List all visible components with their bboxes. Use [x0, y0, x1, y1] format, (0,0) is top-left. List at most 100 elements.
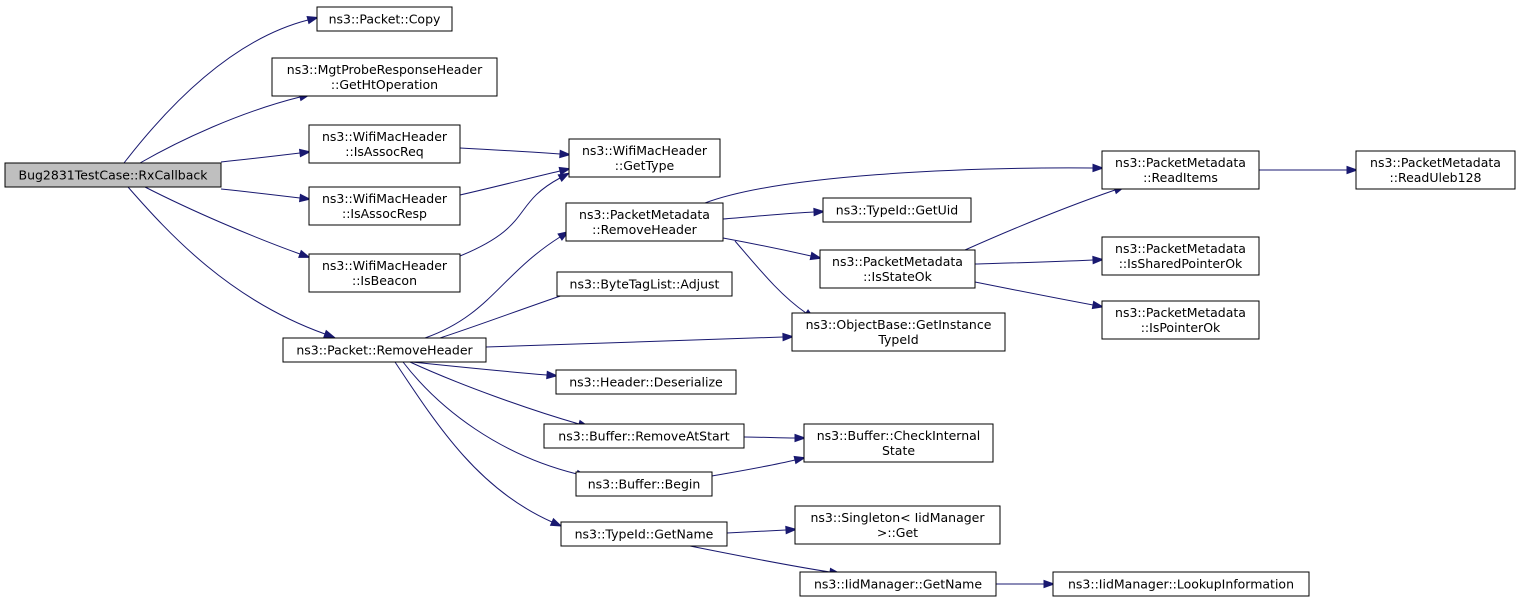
node-label: ns3::PacketMetadata — [579, 207, 710, 222]
node-label: ns3::PacketMetadata — [1370, 155, 1501, 170]
node-beacon[interactable]: ns3::WifiMacHeader::IsBeacon — [308, 253, 461, 293]
node-box — [803, 423, 994, 463]
node-label: Bug2831TestCase::RxCallback — [19, 168, 209, 183]
node-label: ns3::Buffer::CheckInternal — [817, 428, 981, 443]
node-label: ::IsSharedPointerOk — [1119, 256, 1243, 271]
edge-stateok-shared — [974, 255, 1105, 265]
node-label: ns3::Buffer::Begin — [588, 477, 701, 492]
arrowhead — [1092, 163, 1105, 173]
arrowhead — [557, 172, 571, 183]
node-box — [308, 124, 461, 164]
node-box — [1101, 236, 1260, 276]
edge-rx-assocreq — [220, 148, 312, 163]
node-box — [555, 369, 737, 395]
edge-pmrh-getuid — [722, 207, 826, 220]
node-shared[interactable]: ns3::PacketMetadata::IsSharedPointerOk — [1101, 236, 1260, 276]
edge-line — [409, 361, 580, 425]
node-label: ns3::Singleton< IidManager — [810, 510, 985, 525]
edge-rx-prh — [127, 186, 336, 338]
node-box — [1101, 300, 1260, 340]
edge-stateok-readitems — [964, 186, 1126, 251]
edge-line — [123, 19, 309, 164]
node-begin[interactable]: ns3::Buffer::Begin — [575, 471, 713, 497]
edge-line — [220, 188, 301, 199]
node-copy[interactable]: ns3::Packet::Copy — [316, 6, 453, 32]
node-box — [822, 197, 972, 223]
node-box — [1355, 150, 1516, 190]
node-box — [308, 253, 461, 293]
node-deser[interactable]: ns3::Header::Deserialize — [555, 369, 737, 395]
edge-stateok-ptrok — [974, 281, 1105, 310]
edge-line — [459, 170, 561, 196]
edge-layer — [123, 15, 1359, 589]
edge-line — [485, 336, 784, 348]
edge-prh-deser — [411, 361, 559, 380]
arrowhead — [1092, 255, 1105, 265]
edge-pmrh-stateok — [722, 237, 823, 261]
node-box — [282, 337, 487, 363]
node-prh[interactable]: ns3::Packet::RemoveHeader — [282, 337, 487, 363]
arrowhead — [785, 525, 798, 535]
node-label: ns3::Buffer::RemoveAtStart — [558, 429, 730, 444]
edge-line — [424, 236, 561, 339]
arrowhead — [558, 166, 572, 176]
edge-line — [411, 361, 548, 376]
edge-pmrh-readitems — [704, 163, 1105, 204]
edge-readitems-uleb — [1259, 165, 1359, 175]
node-pmrh[interactable]: ns3::PacketMetadata::RemoveHeader — [565, 202, 724, 242]
node-layer: Bug2831TestCase::RxCallbackns3::Packet::… — [4, 6, 1516, 597]
node-label: ns3::Packet::Copy — [329, 12, 441, 27]
arrowhead — [782, 332, 795, 342]
node-label: State — [882, 443, 915, 458]
arrowhead — [549, 517, 563, 527]
node-rmstart[interactable]: ns3::Buffer::RemoveAtStart — [543, 423, 745, 449]
node-label: ns3::PacketMetadata — [1115, 155, 1246, 170]
node-label: ::ReadUleb128 — [1390, 170, 1482, 185]
arrowhead — [1043, 579, 1056, 589]
node-adjust[interactable]: ns3::ByteTagList::Adjust — [556, 271, 733, 297]
edge-line — [127, 186, 326, 335]
node-assocresp[interactable]: ns3::WifiMacHeader::IsAssocResp — [308, 186, 461, 226]
edge-line — [726, 529, 787, 534]
edge-line — [394, 361, 553, 523]
arrowhead — [306, 15, 320, 25]
arrowhead — [298, 148, 312, 158]
node-tgetname[interactable]: ns3::TypeId::GetName — [560, 521, 728, 547]
node-label: ::IsAssocReq — [345, 144, 423, 159]
node-label: ns3::TypeId::GetName — [575, 527, 714, 542]
node-uleb[interactable]: ns3::PacketMetadata::ReadUleb128 — [1355, 150, 1516, 190]
node-htop[interactable]: ns3::MgtProbeResponseHeader::GetHtOperat… — [271, 57, 498, 97]
node-stateok[interactable]: ns3::PacketMetadata::IsStateOk — [819, 249, 976, 289]
node-label: ns3::IidManager::LookupInformation — [1068, 577, 1294, 592]
node-getuid[interactable]: ns3::TypeId::GetUid — [822, 197, 972, 223]
node-singleton[interactable]: ns3::Singleton< IidManager>::Get — [794, 505, 1001, 545]
node-label: ns3::Packet::RemoveHeader — [296, 343, 473, 358]
node-box — [568, 138, 721, 178]
edge-assocreq-gettype — [459, 147, 572, 159]
edge-line — [722, 237, 812, 257]
edge-pmrh-instance — [734, 240, 816, 320]
edge-line — [704, 167, 1094, 204]
edge-rx-htop — [139, 92, 312, 164]
node-ptrok[interactable]: ns3::PacketMetadata::IsPointerOk — [1101, 300, 1260, 340]
node-label: ::GetType — [615, 158, 675, 173]
node-label: ns3::WifiMacHeader — [322, 258, 448, 273]
node-readitems[interactable]: ns3::PacketMetadata::ReadItems — [1101, 150, 1260, 190]
node-box — [556, 271, 733, 297]
edge-tgetname-singleton — [726, 525, 798, 535]
node-iidname[interactable]: ns3::IidManager::GetName — [799, 571, 997, 597]
node-label: ns3::ByteTagList::Adjust — [570, 277, 720, 292]
node-assocreq[interactable]: ns3::WifiMacHeader::IsAssocReq — [308, 124, 461, 164]
edge-line — [402, 361, 578, 475]
node-lookup[interactable]: ns3::IidManager::LookupInformation — [1052, 571, 1310, 597]
arrowhead — [1346, 165, 1359, 175]
node-box — [799, 571, 997, 597]
node-gettype[interactable]: ns3::WifiMacHeader::GetType — [568, 138, 721, 178]
arrowhead — [813, 207, 826, 217]
node-label: TypeId — [877, 332, 918, 347]
node-box — [308, 186, 461, 226]
arrowhead — [1091, 300, 1105, 310]
edge-assocresp-gettype — [459, 166, 572, 196]
